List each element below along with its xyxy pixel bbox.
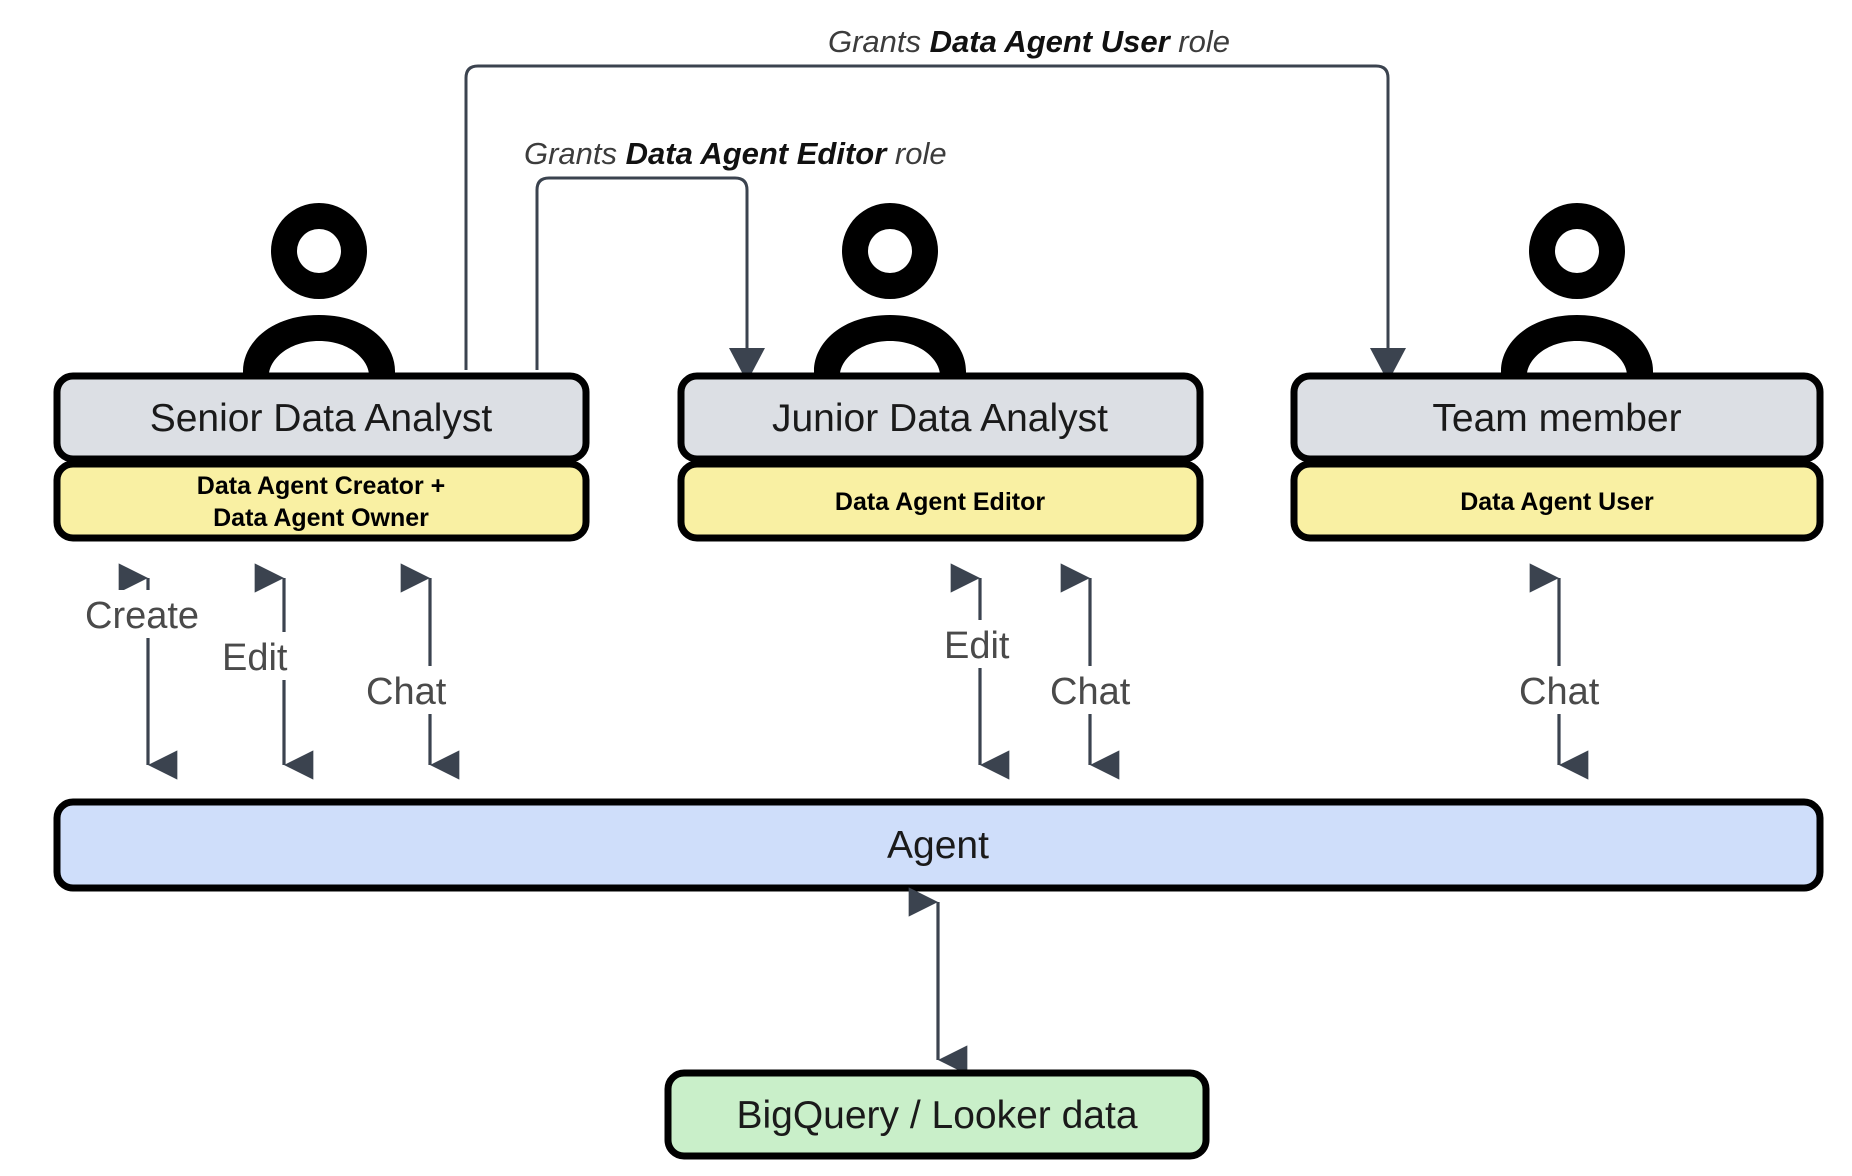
action-label-chat-senior: Chat [366, 671, 447, 713]
person-icon [243, 203, 395, 399]
persona-card-junior-data-analyst[interactable]: Junior Data Analyst Data Agent Editor [677, 372, 1204, 542]
data-source-box[interactable]: BigQuery / Looker data [664, 1069, 1210, 1160]
role-badge-junior-data-analyst[interactable] [677, 460, 1204, 542]
connector-grant-data-agent-editor [535, 176, 765, 382]
action-label-chat-team-member: Chat [1519, 671, 1600, 713]
persona-card-senior-data-analyst[interactable]: Senior Data Analyst Data Agent Creator +… [53, 372, 590, 542]
role-badge-line-1: Data Agent Editor [835, 488, 1045, 516]
persona-header-team-member[interactable] [1290, 372, 1824, 463]
persona-title: Junior Data Analyst [772, 397, 1108, 440]
data-source-label: BigQuery / Looker data [736, 1094, 1137, 1137]
person-icon [814, 203, 966, 399]
persona-title: Senior Data Analyst [150, 397, 493, 440]
connector-grant-data-agent-user [464, 64, 1406, 382]
label-backdrop [938, 620, 1034, 668]
persona-header-junior-data-analyst[interactable] [677, 372, 1204, 463]
agent-label: Agent [887, 824, 989, 867]
role-badge-team-member[interactable] [1290, 460, 1824, 542]
persona-header-senior-data-analyst[interactable] [53, 372, 590, 463]
role-badge-line-1: Data Agent User [1460, 488, 1654, 516]
action-label-chat-junior: Chat [1050, 671, 1131, 713]
label-backdrop [1513, 666, 1623, 714]
persona-card-team-member[interactable]: Team member Data Agent User [1290, 372, 1824, 542]
role-badge-line-2: Data Agent Owner [213, 504, 429, 532]
label-backdrop [360, 666, 470, 714]
label-backdrop [1044, 666, 1154, 714]
persona-title: Team member [1432, 397, 1681, 440]
action-label-edit-junior: Edit [944, 625, 1010, 667]
person-icon [1501, 203, 1653, 399]
action-label-edit-senior: Edit [222, 637, 288, 679]
grant-label-data-agent-user: Grants Data Agent User role [828, 24, 1230, 59]
role-badge-senior-data-analyst[interactable] [53, 460, 590, 542]
agent-box[interactable]: Agent [53, 798, 1824, 892]
label-backdrop [216, 632, 312, 680]
grant-label-data-agent-editor: Grants Data Agent Editor role [524, 136, 947, 171]
label-backdrop [78, 590, 218, 638]
action-label-create: Create [85, 595, 199, 637]
data-source-box-rect[interactable] [664, 1069, 1210, 1160]
role-badge-line-1: Data Agent Creator + [197, 472, 445, 500]
